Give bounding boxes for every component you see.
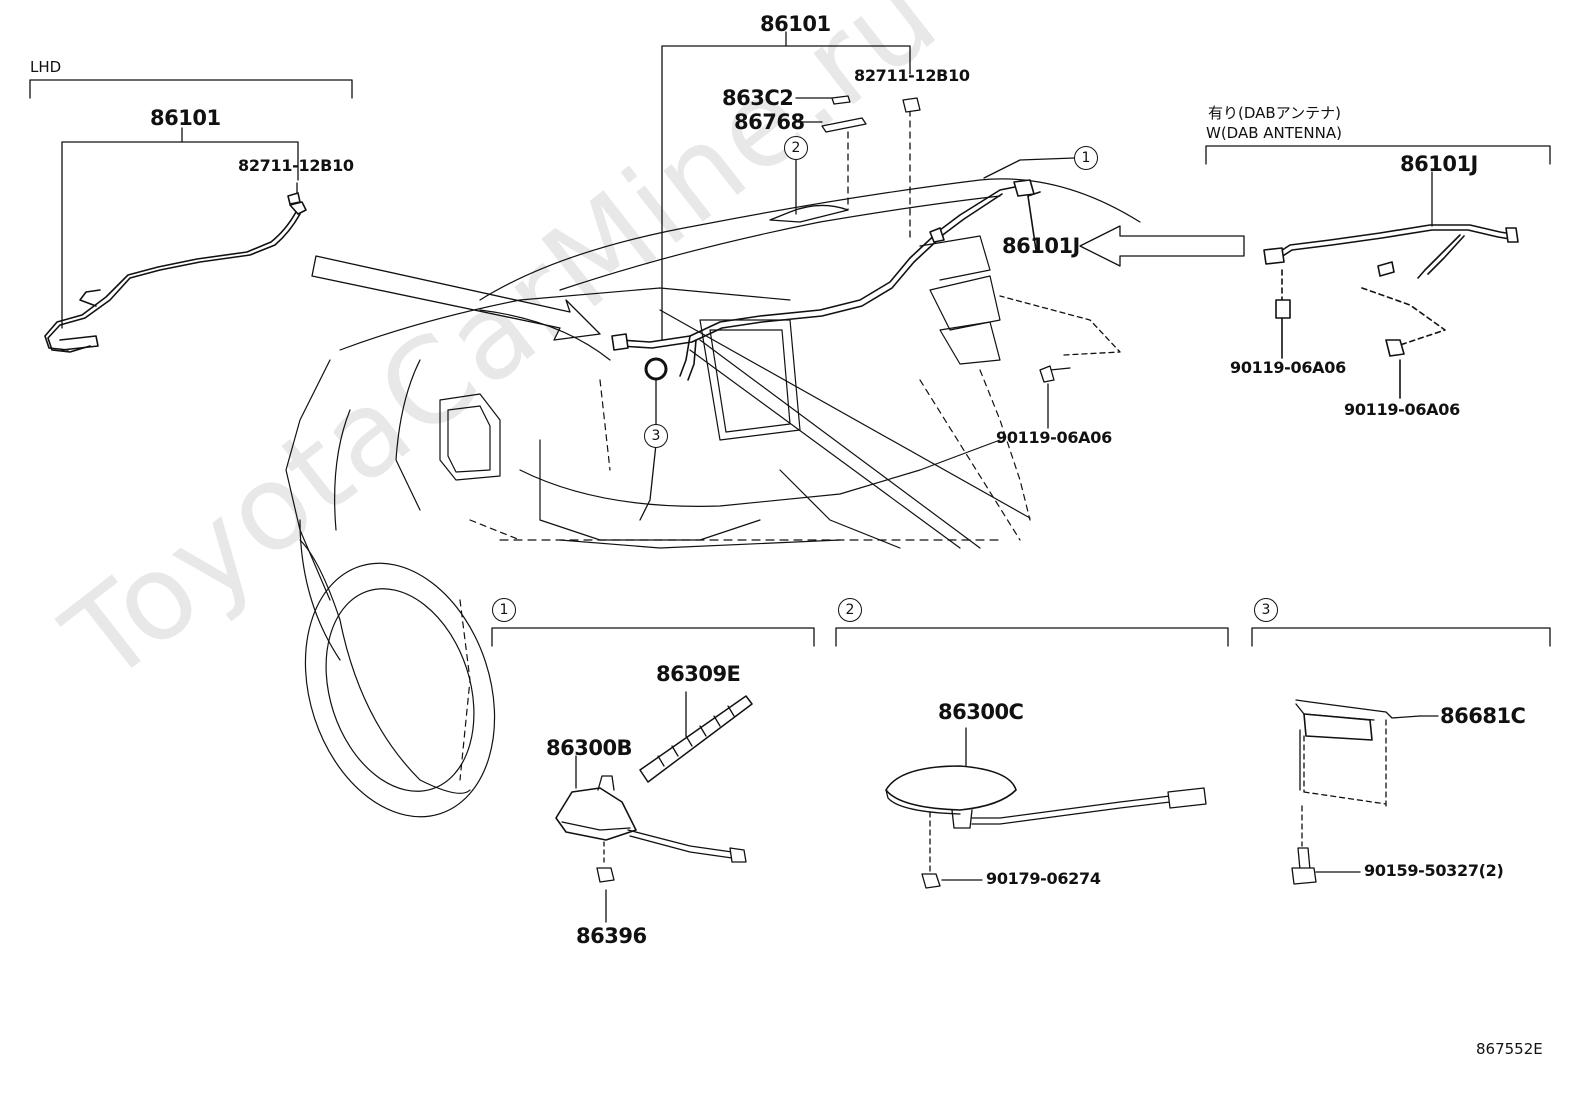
lhd-part-86101: 86101 (150, 106, 221, 130)
detail3-callout: 3 (1254, 598, 1278, 622)
callout-leaders (639, 157, 1121, 521)
main-part-86101: 86101 (760, 12, 831, 36)
lhd-clip-label: 82711-12B10 (238, 156, 354, 175)
callout-3-top: 3 (644, 424, 668, 448)
detail1-callout: 1 (492, 598, 516, 622)
detail2-nut-label: 90179-06274 (986, 869, 1101, 888)
detail3-bracket (1251, 627, 1551, 647)
dab-screw-a: 90119-06A06 (1230, 358, 1346, 377)
callout-1-top: 1 (1074, 146, 1098, 170)
diagram-id: 867552E (1476, 1040, 1543, 1058)
detail2-parts (885, 727, 1207, 889)
detail1-parts (555, 691, 753, 923)
lhd-harness (44, 192, 307, 353)
detail2-antenna-label: 86300C (938, 700, 1024, 724)
lhd-label: LHD (30, 58, 62, 76)
main-cover-label: 863C2 (722, 86, 794, 110)
dab-part-86101j: 86101J (1400, 152, 1478, 176)
detail2-callout: 2 (838, 598, 862, 622)
detail1-base-label: 86300B (546, 736, 633, 760)
lhd-bracket (29, 79, 353, 329)
dab-label-en: W(DAB ANTENNA) (1206, 124, 1342, 142)
callout-2-top: 2 (784, 136, 808, 160)
detail1-element-label: 86309E (656, 662, 741, 686)
detail3-parts (1291, 699, 1439, 885)
main-clip-label: 82711-12B10 (854, 66, 970, 85)
detail2-bracket (835, 627, 1229, 647)
dab-screw-b: 90119-06A06 (1344, 400, 1460, 419)
main-part-86101j: 86101J (1002, 234, 1080, 258)
arrow-left-large (311, 255, 601, 341)
vehicle-body (285, 178, 1141, 818)
detail1-bracket (491, 627, 815, 647)
dab-label-jp: 有り(DABアンテナ) (1208, 104, 1341, 122)
main-pad-label: 86768 (734, 110, 805, 134)
main-harness (611, 179, 1041, 381)
detail1-nut-label: 86396 (576, 924, 647, 948)
dab-bracket (1205, 145, 1551, 227)
main-screw-label: 90119-06A06 (996, 428, 1112, 447)
detail3-screw-label: 90159-50327(2) (1364, 861, 1504, 880)
dab-harness (1263, 224, 1519, 399)
main-bracket (661, 31, 921, 341)
detail3-amp-label: 86681C (1440, 704, 1526, 728)
arrow-to-86101j (1079, 225, 1245, 267)
